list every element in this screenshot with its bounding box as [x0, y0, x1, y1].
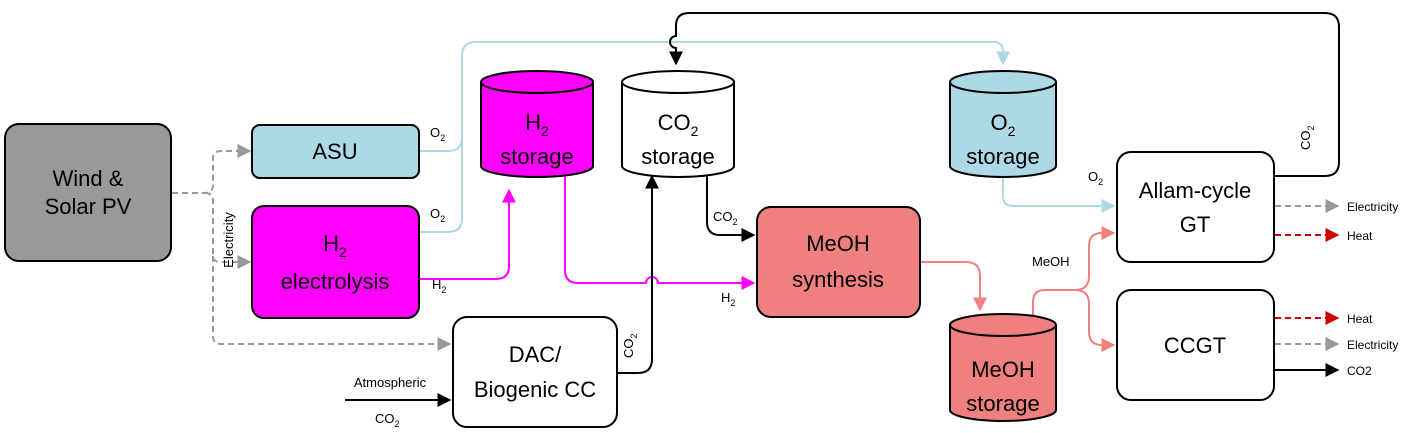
ccgt-heat-label: Heat — [1347, 312, 1373, 326]
h2-to-meoh-label: H2 — [721, 290, 735, 308]
meoh-storage-label-line1: MeOH — [971, 357, 1035, 382]
meoh-storage-to-ccgt-edge — [1074, 289, 1116, 352]
co2-storage-to-meoh-edge — [706, 175, 756, 242]
electricity-to-asu-edge — [172, 144, 252, 194]
electricity-vertical-label: Electricity — [221, 212, 236, 268]
allam-electricity-label: Electricity — [1347, 200, 1398, 214]
allam-cycle-gt-node: Allam-cycle GT — [1116, 151, 1275, 263]
electricity-to-electrolysis-edge — [204, 192, 252, 269]
meoh-storage-to-allam-edge — [1032, 226, 1116, 325]
ccgt-node: CCGT — [1116, 289, 1275, 401]
h2-storage-label-line2: storage — [500, 144, 573, 169]
ccgt-co2-label: CO2 — [1347, 364, 1372, 378]
allam-label-line1: Allam-cycle — [1139, 178, 1251, 203]
asu-label: ASU — [312, 139, 357, 164]
allam-label-line2: GT — [1180, 212, 1211, 237]
meoh-storage-label-line2: storage — [966, 391, 1039, 416]
electrolysis-o2-label: O2 — [430, 206, 445, 224]
asu-o2-edge — [420, 41, 1010, 152]
hydrogen-edges — [420, 175, 756, 290]
wind-solar-pv-node: Wind & Solar PV — [4, 123, 172, 262]
h2-storage-node: H2 storage — [480, 70, 594, 178]
asu-node: ASU — [251, 124, 420, 179]
ccgt-label: CCGT — [1164, 333, 1226, 358]
wind-solar-label-line2: Solar PV — [45, 194, 132, 219]
dac-biogenic-cc-node: DAC/ Biogenic CC — [452, 316, 618, 428]
dac-label-line1: DAC/ — [509, 342, 562, 367]
co2-storage-label-line2: storage — [641, 144, 714, 169]
dac-co2-label: CO2 — [621, 333, 639, 358]
meoh-synthesis-label-line2: synthesis — [792, 267, 884, 292]
co2-edges — [345, 12, 1340, 407]
electricity-to-dac-edge — [212, 256, 452, 351]
methanol-edges — [920, 226, 1116, 352]
meoh-synthesis-label-line1: MeOH — [806, 231, 870, 256]
dac-label-line2: Biogenic CC — [474, 377, 596, 402]
atmospheric-co2-label: CO2 — [375, 411, 400, 429]
dac-to-co2-storage-edge — [618, 174, 659, 374]
co2-storage-node: CO2 storage — [621, 70, 735, 178]
wind-solar-label-line1: Wind & — [53, 166, 124, 191]
o2-storage-label-line2: storage — [966, 144, 1039, 169]
h2-storage-label-line1: H2 — [525, 110, 549, 139]
co2-to-meoh-label: CO2 — [713, 209, 738, 227]
o2-storage-node: O2 storage — [949, 70, 1057, 178]
meoh-synthesis-node: MeOH synthesis — [756, 206, 921, 318]
h2-storage-to-meoh-edge — [564, 175, 756, 290]
o2-storage-to-allam-edge — [1002, 178, 1116, 213]
electricity-edges — [172, 144, 1340, 351]
electrolysis-h2-label: H2 — [432, 277, 446, 295]
allam-co2-recycle-edge — [669, 12, 1340, 177]
allam-heat-label: Heat — [1347, 229, 1373, 243]
o2-storage-label-line1: O2 — [991, 110, 1016, 139]
oxygen-edges — [420, 41, 1116, 233]
electrolysis-to-h2-storage-edge — [420, 188, 516, 280]
meoh-flow-label: MeOH — [1032, 254, 1070, 269]
heat-edges — [1275, 228, 1340, 325]
asu-o2-label: O2 — [430, 125, 445, 143]
meoh-storage-node: MeOH storage — [949, 313, 1057, 422]
atmospheric-label: Atmospheric — [354, 375, 427, 390]
electrolysis-o2-edge — [420, 137, 463, 233]
o2-to-allam-label: O2 — [1088, 169, 1103, 187]
h2-electrolysis-node: H2 electrolysis — [251, 205, 420, 319]
ccgt-electricity-label: Electricity — [1347, 338, 1398, 352]
h2-electrolysis-label-line1: H2 — [323, 231, 347, 260]
allam-co2-label: CO2 — [1298, 125, 1316, 150]
co2-storage-label-line1: CO2 — [658, 110, 699, 139]
meoh-synthesis-to-storage-edge — [920, 261, 987, 312]
h2-electrolysis-label-line2: electrolysis — [281, 269, 390, 294]
